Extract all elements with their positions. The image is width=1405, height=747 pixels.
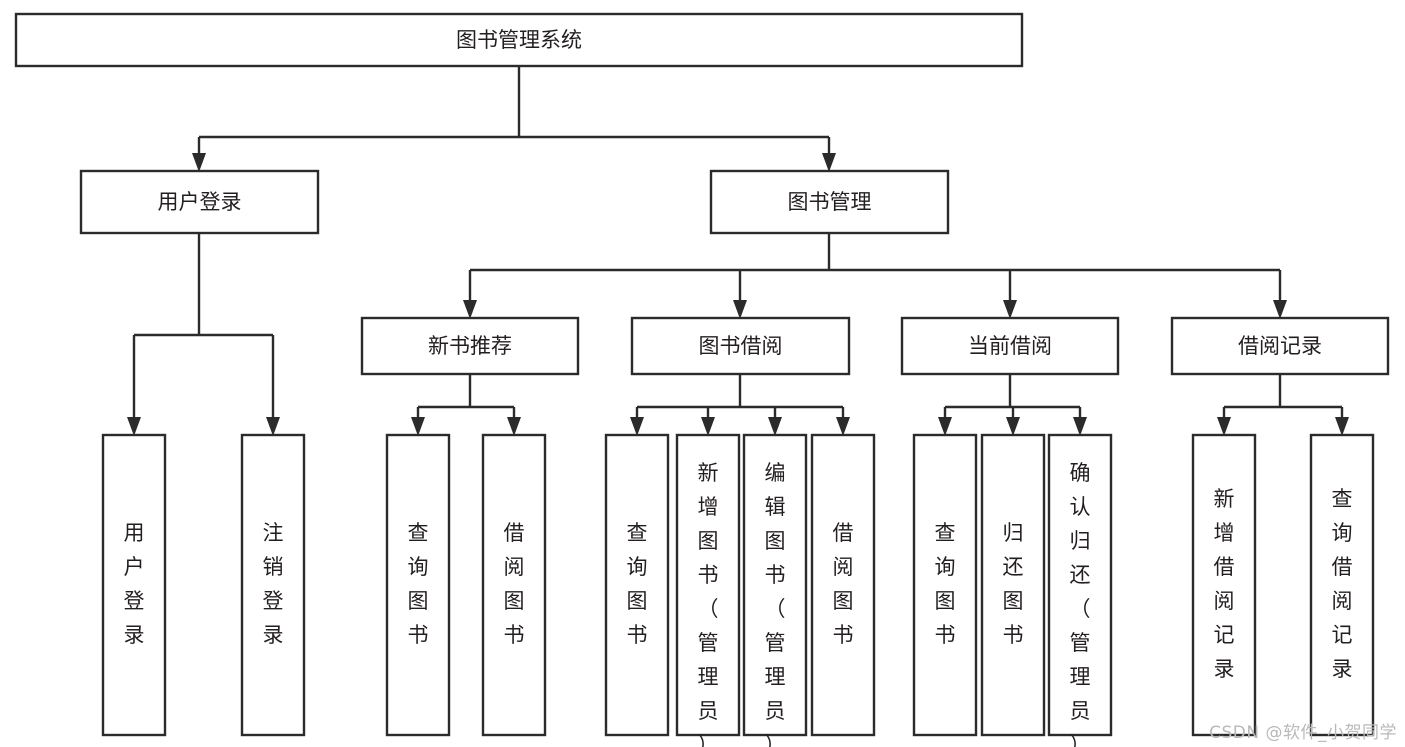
csdn-watermark: CSDN @软件_小贺同学 (1209, 723, 1397, 743)
node-label: 图书管理 (788, 190, 872, 214)
edge-records-children (1217, 374, 1349, 436)
arrow-head-icon (507, 417, 521, 436)
arrow-head-icon (768, 417, 782, 436)
node-label: 确认归还（管理员） (1070, 461, 1091, 747)
node-box[interactable] (79, 169, 320, 235)
edge-login-children (127, 233, 280, 436)
node-label: 查询图书 (408, 521, 429, 647)
arrow-head-icon (192, 153, 206, 172)
arrow-head-icon (938, 417, 952, 436)
node-leaf-borrow-add[interactable]: 新增图书（管理员） (675, 433, 741, 747)
node-box[interactable] (14, 12, 1024, 68)
node-label: 新增图书（管理员） (698, 461, 719, 747)
node-bookmgmt[interactable]: 图书管理 (709, 169, 950, 235)
node-box[interactable] (675, 433, 741, 737)
arrow-head-icon (266, 417, 280, 436)
edge-bookmgmt-children (463, 233, 1287, 319)
arrow-head-icon (127, 417, 141, 436)
node-label: 归还图书 (1003, 521, 1024, 647)
node-box[interactable] (1309, 433, 1375, 737)
node-leaf-current-query[interactable]: 查询图书 (912, 433, 978, 737)
node-current[interactable]: 当前借阅 (900, 316, 1120, 376)
arrow-head-icon (733, 300, 747, 319)
node-leaf-rec-add[interactable]: 新增借阅记录 (1191, 433, 1257, 737)
arrow-head-icon (411, 417, 425, 436)
node-box[interactable] (1047, 433, 1113, 737)
arrow-head-icon (1217, 417, 1231, 436)
node-leaf-current-confirm[interactable]: 确认归还（管理员） (1047, 433, 1113, 747)
node-box[interactable] (101, 433, 167, 737)
arrow-head-icon (701, 417, 715, 436)
node-records[interactable]: 借阅记录 (1170, 316, 1390, 376)
node-leaf-new-query[interactable]: 查询图书 (385, 433, 451, 737)
arrow-head-icon (1335, 417, 1349, 436)
node-label: 图书借阅 (699, 334, 783, 358)
node-box[interactable] (240, 433, 306, 737)
nodes-layer: 图书管理系统用户登录图书管理新书推荐图书借阅当前借阅借阅记录用户登录注销登录查询… (14, 12, 1390, 747)
arrow-head-icon (1073, 417, 1087, 436)
node-leaf-borrow-lend[interactable]: 借阅图书 (810, 433, 876, 737)
node-box[interactable] (604, 433, 670, 737)
node-box[interactable] (980, 433, 1046, 737)
node-leaf-user-login[interactable]: 用户登录 (101, 433, 167, 737)
node-label: 当前借阅 (968, 334, 1052, 358)
node-label: 用户登录 (124, 521, 145, 647)
node-label: 借阅记录 (1238, 334, 1322, 358)
node-box[interactable] (1170, 316, 1390, 376)
node-label: 编辑图书（管理员） (765, 461, 786, 747)
node-borrow[interactable]: 图书借阅 (630, 316, 851, 376)
node-root[interactable]: 图书管理系统 (14, 12, 1024, 68)
node-label: 借阅图书 (504, 521, 525, 647)
arrow-head-icon (463, 300, 477, 319)
arrow-head-icon (1006, 417, 1020, 436)
node-box[interactable] (360, 316, 580, 376)
node-box[interactable] (900, 316, 1120, 376)
node-box[interactable] (385, 433, 451, 737)
node-box[interactable] (810, 433, 876, 737)
node-label: 注销登录 (263, 521, 284, 647)
node-newbook[interactable]: 新书推荐 (360, 316, 580, 376)
edge-borrow-children (630, 374, 850, 436)
node-label: 用户登录 (158, 190, 242, 214)
node-leaf-current-return[interactable]: 归还图书 (980, 433, 1046, 737)
node-label: 新书推荐 (428, 334, 512, 358)
edge-current-children (938, 374, 1087, 436)
node-label: 查询图书 (627, 521, 648, 647)
node-label: 查询借阅记录 (1332, 487, 1353, 681)
node-leaf-borrow-edit[interactable]: 编辑图书（管理员） (742, 433, 808, 747)
node-label: 查询图书 (935, 521, 956, 647)
arrow-head-icon (1273, 300, 1287, 319)
node-label: 借阅图书 (833, 521, 854, 647)
node-label: 图书管理系统 (456, 28, 582, 52)
node-login[interactable]: 用户登录 (79, 169, 320, 235)
arrow-head-icon (1003, 300, 1017, 319)
node-box[interactable] (709, 169, 950, 235)
edge-root-children (192, 66, 836, 172)
node-label: 新增借阅记录 (1214, 487, 1235, 681)
node-box[interactable] (912, 433, 978, 737)
arrow-head-icon (822, 153, 836, 172)
edge-newbook-children (411, 374, 521, 436)
connectors-layer (127, 66, 1349, 436)
node-leaf-new-borrow[interactable]: 借阅图书 (481, 433, 547, 737)
node-box[interactable] (630, 316, 851, 376)
node-leaf-user-logout[interactable]: 注销登录 (240, 433, 306, 737)
node-box[interactable] (481, 433, 547, 737)
arrow-head-icon (836, 417, 850, 436)
node-box[interactable] (742, 433, 808, 737)
node-leaf-rec-query[interactable]: 查询借阅记录 (1309, 433, 1375, 737)
node-box[interactable] (1191, 433, 1257, 737)
arrow-head-icon (630, 417, 644, 436)
node-leaf-borrow-query[interactable]: 查询图书 (604, 433, 670, 737)
